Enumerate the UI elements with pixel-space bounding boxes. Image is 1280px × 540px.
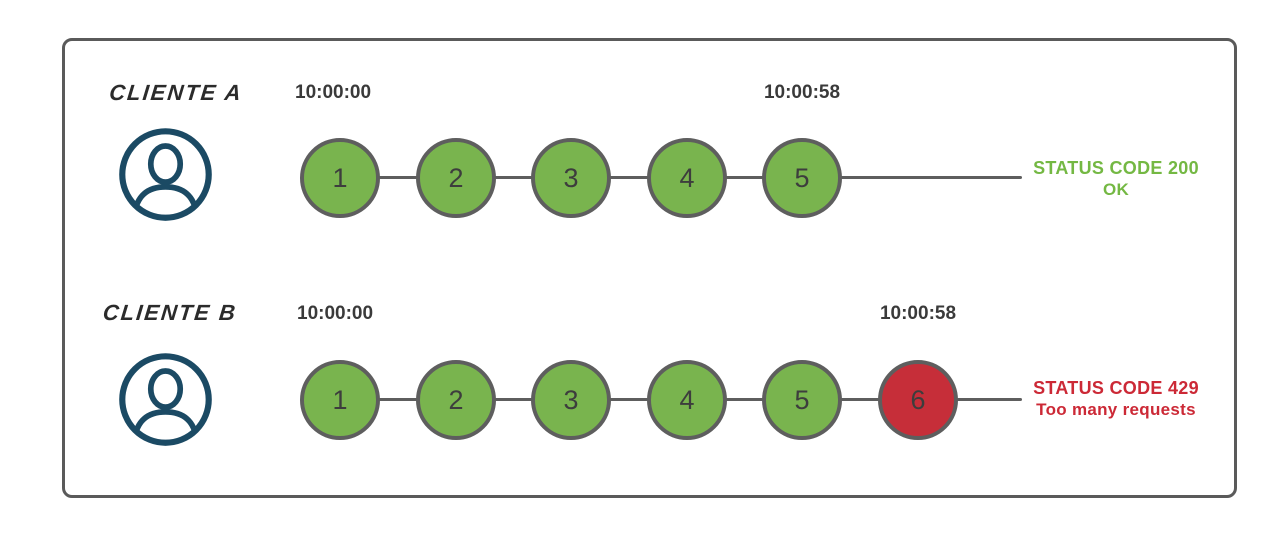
request-circle: 1 <box>300 360 380 440</box>
request-circle: 5 <box>762 360 842 440</box>
request-circle: 5 <box>762 138 842 218</box>
request-circle: 4 <box>647 138 727 218</box>
request-circle: 6 <box>878 360 958 440</box>
client-b-label: CLIENTE B <box>101 300 239 325</box>
request-circle: 3 <box>531 138 611 218</box>
status-detail-line: Too many requests <box>1036 400 1196 419</box>
status-text: STATUS CODE 429 Too many requests <box>1018 378 1214 420</box>
request-circle: 3 <box>531 360 611 440</box>
timestamp-start: 10:00:00 <box>297 303 374 324</box>
diagram-frame <box>62 38 1237 498</box>
timestamp-end: 10:00:58 <box>879 303 957 324</box>
request-circle: 1 <box>300 138 380 218</box>
client-a-label: CLIENTE A <box>108 80 245 105</box>
user-icon <box>119 353 212 446</box>
request-circle: 4 <box>647 360 727 440</box>
status-code-line: STATUS CODE 200 <box>1033 158 1199 178</box>
status-code-line: STATUS CODE 429 <box>1033 378 1199 398</box>
user-icon <box>119 128 212 221</box>
request-circle: 2 <box>416 360 496 440</box>
status-text: STATUS CODE 200 OK <box>1018 158 1214 200</box>
timestamp-start: 10:00:00 <box>295 82 372 103</box>
request-circle: 2 <box>416 138 496 218</box>
status-detail-line: OK <box>1102 180 1130 199</box>
timestamp-end: 10:00:58 <box>763 82 841 103</box>
